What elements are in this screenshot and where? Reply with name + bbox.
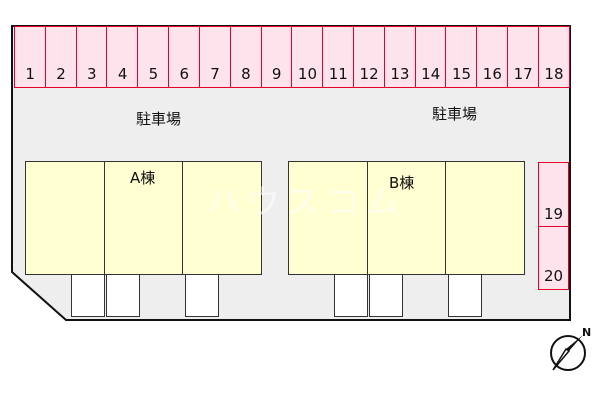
parking-area-label-left: 駐車場 xyxy=(136,110,182,128)
parking-space-number: 11 xyxy=(328,65,348,83)
parking-space-11: 11 xyxy=(322,26,355,88)
parking-space-9: 9 xyxy=(260,26,293,88)
building-b xyxy=(288,161,525,275)
parking-space-10: 10 xyxy=(291,26,324,88)
parking-space-19: 19 xyxy=(538,162,569,228)
parking-space-20: 20 xyxy=(538,226,569,290)
building-a-porch xyxy=(106,274,140,317)
building-b-porch xyxy=(369,274,403,317)
parking-space-number: 6 xyxy=(179,65,189,83)
parking-space-13: 13 xyxy=(383,26,417,88)
building-a-unit xyxy=(182,161,262,275)
building-b-unit xyxy=(445,161,525,275)
building-a xyxy=(25,161,262,275)
parking-space-number: 20 xyxy=(543,267,564,285)
building-b-unit xyxy=(288,161,368,275)
parking-space-number: 7 xyxy=(210,65,220,83)
building-a-label: A棟 xyxy=(130,169,156,187)
north-arrow-icon: N xyxy=(550,326,591,371)
parking-space-number: 16 xyxy=(482,65,502,83)
parking-space-number: 12 xyxy=(359,65,379,83)
parking-space-number: 4 xyxy=(117,65,128,83)
parking-space-15: 15 xyxy=(445,26,478,88)
parking-space-number: 2 xyxy=(56,65,66,83)
parking-space-number: 18 xyxy=(544,65,564,83)
compass-north-label: N xyxy=(582,326,591,339)
parking-space-5: 5 xyxy=(137,26,170,88)
parking-space-number: 17 xyxy=(513,65,533,83)
building-b-porch xyxy=(448,274,482,317)
parking-space-number: 14 xyxy=(421,65,441,83)
parking-space-18: 18 xyxy=(537,26,571,88)
building-a-unit xyxy=(25,161,105,275)
watermark-text: ハウスコム xyxy=(206,183,406,223)
parking-space-number: 8 xyxy=(241,65,251,83)
parking-space-number: 1 xyxy=(25,65,35,83)
parking-space-2: 2 xyxy=(44,26,78,88)
parking-space-6: 6 xyxy=(168,26,201,88)
parking-space-4: 4 xyxy=(106,26,139,88)
parking-space-17: 17 xyxy=(507,26,540,88)
building-b-label: B棟 xyxy=(389,174,415,192)
building-b-unit xyxy=(366,161,447,275)
building-b-porch xyxy=(334,274,368,317)
parking-space-number: 3 xyxy=(87,65,97,83)
parking-space-number: 10 xyxy=(297,65,318,83)
parking-space-number: 13 xyxy=(390,65,410,83)
parking-space-8: 8 xyxy=(229,26,262,88)
building-a-porch xyxy=(71,274,105,317)
parking-space-number: 5 xyxy=(148,65,159,83)
parking-space-number: 9 xyxy=(271,65,282,83)
parking-space-12: 12 xyxy=(352,26,386,88)
parking-area-label-right: 駐車場 xyxy=(432,105,478,123)
parking-space-1: 1 xyxy=(14,26,47,88)
parking-space-number: 19 xyxy=(543,205,564,223)
building-a-unit xyxy=(103,161,184,275)
building-a-porch xyxy=(185,274,219,317)
parking-space-number: 15 xyxy=(451,65,472,83)
parking-space-3: 3 xyxy=(75,26,108,88)
parking-space-16: 16 xyxy=(476,26,509,88)
parking-space-7: 7 xyxy=(198,26,232,88)
parking-space-14: 14 xyxy=(414,26,447,88)
